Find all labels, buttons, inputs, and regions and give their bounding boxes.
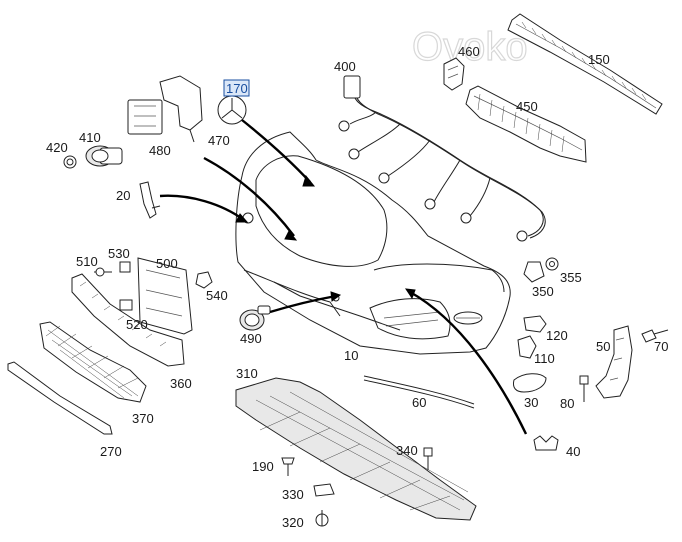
- screw-340: [423, 447, 433, 470]
- upper-bracket: [465, 85, 587, 163]
- callout-150: 150: [588, 52, 610, 67]
- star-emblem-170: [217, 95, 247, 125]
- clip-110: [517, 335, 537, 359]
- sensor-ring-420: [63, 155, 77, 169]
- cover-30: [513, 373, 547, 393]
- callout-270: 270: [100, 444, 122, 459]
- callout-460: 460: [458, 44, 480, 59]
- callout-30: 30: [524, 395, 538, 410]
- callout-80: 80: [560, 396, 574, 411]
- callout-labels: 400 460 150 450 170 470 480 410 420 20 5…: [46, 44, 668, 530]
- arrow-170-to-bumper: [241, 119, 311, 183]
- nut-355: [545, 257, 559, 271]
- wiring-harness: [338, 75, 546, 242]
- small-bracket-460: [443, 57, 465, 91]
- callout-170: 170: [226, 81, 248, 96]
- callout-60: 60: [412, 395, 426, 410]
- clip-330: [313, 483, 335, 497]
- callout-450: 450: [516, 99, 538, 114]
- clip-120: [523, 315, 547, 333]
- callout-320: 320: [282, 515, 304, 530]
- front-bumper: [235, 131, 511, 355]
- sensor-490: [239, 305, 271, 331]
- callout-190: 190: [252, 459, 274, 474]
- callout-480: 480: [149, 143, 171, 158]
- clip-350: [523, 261, 545, 283]
- arrow-490-to-bumper: [269, 294, 337, 314]
- callout-110: 110: [534, 351, 555, 366]
- callout-20: 20: [116, 188, 130, 203]
- chrome-strip-270: [7, 361, 113, 435]
- underbody-panel-310: [235, 377, 477, 521]
- lower-grille-370: [39, 321, 147, 403]
- callout-355: 355: [560, 270, 582, 285]
- callout-510: 510: [76, 254, 98, 269]
- callout-360: 360: [170, 376, 192, 391]
- watermark: Ovoko: [412, 25, 528, 69]
- trim-strip-60: [363, 375, 475, 409]
- callout-330: 330: [282, 487, 304, 502]
- callout-120: 120: [546, 328, 568, 343]
- clip-520: [119, 299, 133, 311]
- callout-310: 310: [236, 366, 258, 381]
- callout-520: 520: [126, 317, 148, 332]
- callout-500: 500: [156, 256, 178, 271]
- callout-400: 400: [334, 59, 356, 74]
- upper-trim-strip: [507, 13, 663, 115]
- screw-510: [94, 267, 112, 277]
- bracket-20: [139, 181, 161, 219]
- screw-320: [315, 510, 329, 527]
- callout-490: 490: [240, 331, 262, 346]
- highlight-box: [223, 79, 250, 97]
- callout-10: 10: [344, 348, 358, 363]
- assembly-arrows: [159, 119, 528, 435]
- callout-370: 370: [132, 411, 154, 426]
- callout-470: 470: [208, 133, 230, 148]
- parking-sensor-410: [85, 145, 123, 167]
- callout-530: 530: [108, 246, 130, 261]
- arrow-20-to-bumper: [159, 194, 245, 221]
- screw-70: [641, 329, 669, 343]
- callout-50: 50: [596, 339, 610, 354]
- side-bracket-50: [595, 325, 633, 399]
- callout-340: 340: [396, 443, 418, 458]
- lower-carrier-360: [71, 273, 185, 367]
- arrow-40-to-bumper: [409, 290, 528, 435]
- license-plate-bracket-500: [137, 257, 193, 335]
- clip-540: [195, 271, 213, 289]
- screw-190: [281, 457, 295, 476]
- callout-70: 70: [654, 339, 668, 354]
- clip-40: [533, 435, 559, 451]
- callout-540: 540: [206, 288, 228, 303]
- clip-530: [119, 261, 131, 273]
- callout-410: 410: [79, 130, 101, 145]
- bolt-80: [579, 375, 589, 402]
- radar-bracket-480: [127, 75, 203, 143]
- arrow-470-to-grille: [203, 156, 295, 237]
- callout-420: 420: [46, 140, 68, 155]
- callout-350: 350: [532, 284, 554, 299]
- callout-40: 40: [566, 444, 580, 459]
